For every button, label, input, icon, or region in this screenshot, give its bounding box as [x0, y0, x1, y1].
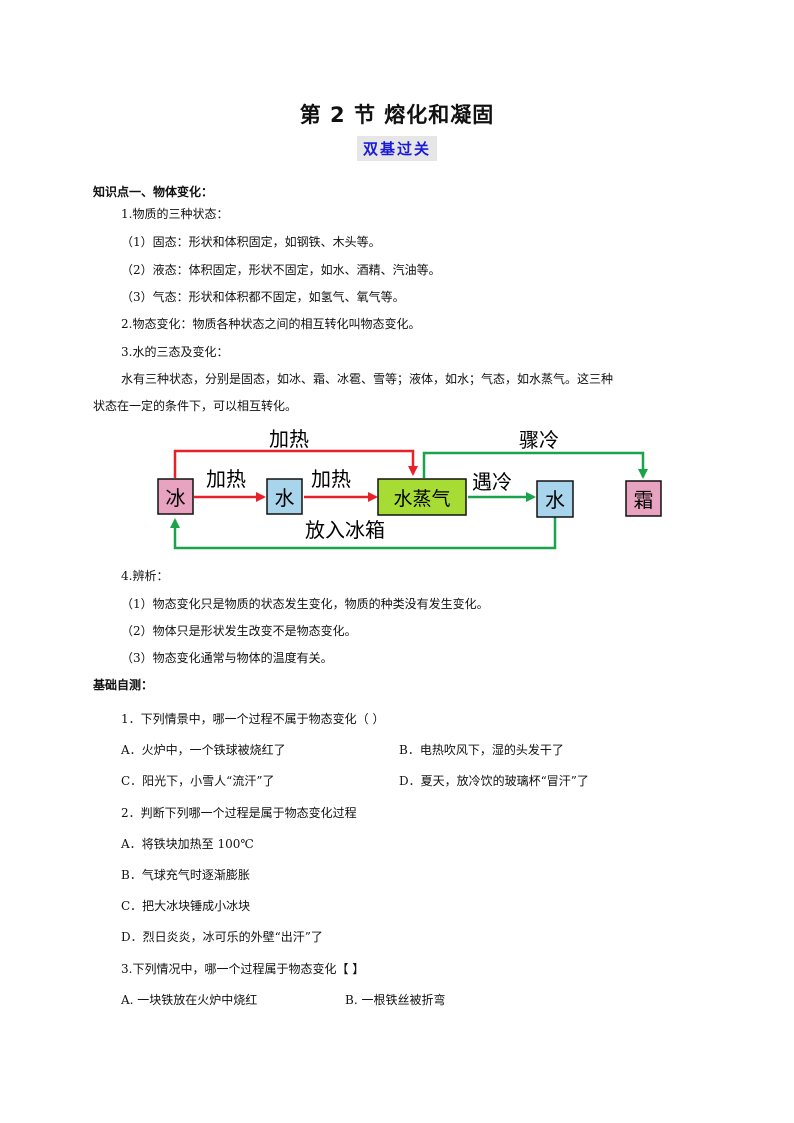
vapor-label: 水蒸气: [393, 488, 450, 510]
analysis-line-1: 4.辨析：: [121, 569, 169, 583]
arrow-sudden-cold: [422, 451, 648, 479]
question-3-option-a: A. 一块铁放在火炉中烧红: [121, 993, 258, 1007]
ice-box: [157, 478, 194, 515]
knowledge-line-2: （1）固态：形状和体积固定，如钢铁、木头等。: [121, 235, 381, 249]
page-title: 第 2 节 熔化和凝固: [299, 103, 495, 127]
water-label-1: 水: [275, 486, 295, 510]
knowledge-line-1: 1.物质的三种状态：: [121, 207, 229, 221]
question-1-option-a: A．火炉中，一个铁球被烧红了: [121, 743, 286, 757]
label-fridge: 放入冰箱: [305, 518, 385, 542]
section-subtitle: 双基过关: [356, 136, 437, 161]
analysis-line-4: （3）物态变化通常与物体的温度有关。: [121, 651, 333, 665]
analysis-line-3: （2）物体只是形状发生改变不是物态变化。: [121, 624, 357, 638]
question-2-option-d: D．烈日炎炎，冰可乐的外壁“出汗”了: [121, 930, 323, 944]
question-2-option-a: A．将铁块加热至 100℃: [121, 837, 254, 851]
knowledge-line-4: （3）气态：形状和体积都不固定，如氢气、氧气等。: [121, 290, 405, 304]
label-meet-cold: 遇冷: [472, 470, 512, 494]
ice-label: 冰: [166, 486, 186, 510]
question-1-option-c: C．阳光下，小雪人“流汗”了: [121, 774, 275, 788]
water-box-1: [266, 478, 303, 515]
arrow-heat-top: [173, 449, 418, 478]
knowledge-line-3: （2）液态：体积固定，形状不固定，如水、酒精、汽油等。: [121, 263, 441, 277]
knowledge-line-7: 水有三种状态，分别是固态，如冰、霜、冰雹、雪等；液体，如水；气态，如水蒸气。这三…: [121, 372, 614, 386]
selftest-heading: 基础自测：: [93, 678, 154, 692]
knowledge-line-8: 状态在一定的条件下，可以相互转化。: [93, 399, 298, 413]
water-label-2: 水: [545, 488, 565, 512]
question-1: 1．下列情景中，哪一个过程不属于物态变化（ ）: [121, 712, 385, 726]
water-box-2: [536, 480, 574, 518]
knowledge-heading: 知识点一、物体变化：: [93, 185, 214, 199]
question-2: 2．判断下列哪一个过程是属于物态变化过程: [121, 806, 357, 820]
question-1-option-b: B．电热吹风下，湿的头发干了: [399, 743, 564, 757]
question-3-option-b: B. 一根铁丝被折弯: [345, 993, 446, 1007]
label-heat-2: 加热: [311, 467, 351, 491]
label-sudden-cold: 骤冷: [519, 428, 559, 452]
analysis-line-2: （1）物态变化只是物质的状态发生变化，物质的种类没有发生变化。: [121, 597, 489, 611]
question-2-option-b: B．气球充气时逐渐膨胀: [121, 868, 250, 882]
knowledge-line-6: 3.水的三态及变化：: [121, 345, 229, 359]
knowledge-line-5: 2.物态变化：物质各种状态之间的相互转化叫物态变化。: [121, 317, 421, 331]
subtitle-container: 双基过关: [0, 136, 794, 161]
label-heat-1: 加热: [206, 467, 246, 491]
label-heat-top: 加热: [269, 427, 309, 451]
vapor-box: [377, 478, 467, 516]
question-1-option-d: D．夏天，放冷饮的玻璃杯“冒汗”了: [399, 774, 589, 788]
frost-box: [625, 480, 662, 517]
question-3: 3.下列情况中，哪一个过程属于物态变化【 】: [121, 962, 365, 976]
arrow-fridge: [170, 517, 557, 550]
question-2-option-c: C．把大冰块锤成小冰块: [121, 899, 251, 913]
frost-label: 霜: [634, 488, 654, 512]
